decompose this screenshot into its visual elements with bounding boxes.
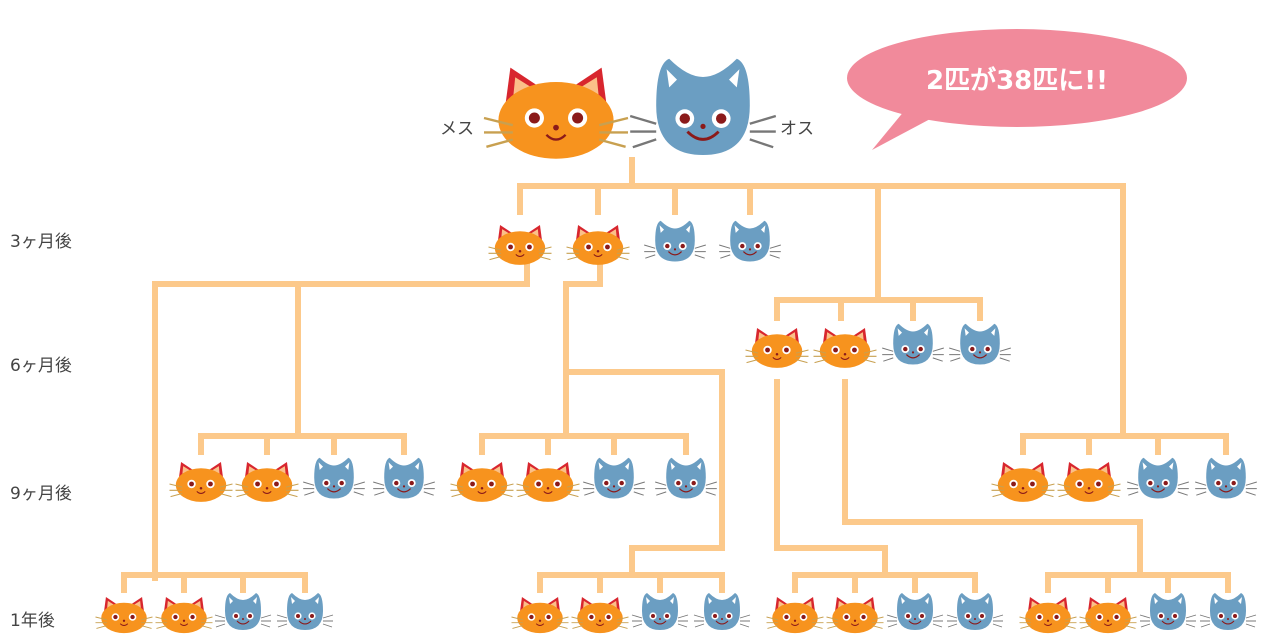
female-cat-icon — [571, 596, 629, 634]
male-cat-icon — [693, 592, 751, 631]
row-6-months — [744, 323, 1012, 369]
male-cat-icon — [643, 220, 707, 263]
female-cat-icon — [515, 461, 581, 503]
female-cat-icon — [1079, 596, 1137, 634]
female-cat-icon — [565, 224, 631, 266]
row-3-months — [487, 220, 782, 266]
callout-bubble: 2匹が38匹に!! — [847, 29, 1187, 150]
male-cat-icon — [1139, 592, 1197, 631]
parent-male-cat-icon — [628, 57, 778, 157]
female-label: メス — [440, 119, 474, 139]
generation-label-6m: 6ヶ月後 — [10, 356, 72, 376]
male-cat-icon — [372, 457, 436, 500]
generation-label-3m: 3ヶ月後 — [10, 232, 72, 252]
row-1-year — [95, 592, 1257, 634]
female-cat-icon — [95, 596, 153, 634]
generation-label-1y: 1年後 — [10, 611, 55, 631]
male-cat-icon — [654, 457, 718, 500]
female-cat-icon — [1019, 596, 1077, 634]
callout-text: 2匹が38匹に!! — [926, 65, 1108, 96]
female-cat-icon — [744, 327, 810, 369]
male-cat-icon — [1199, 592, 1257, 631]
male-cat-icon — [881, 323, 945, 366]
male-cat-icon — [1194, 457, 1258, 500]
female-cat-icon — [990, 461, 1056, 503]
female-cat-icon — [168, 461, 234, 503]
female-cat-icon — [155, 596, 213, 634]
female-cat-icon — [812, 327, 878, 369]
row-9-months — [168, 457, 1258, 503]
male-cat-icon — [1126, 457, 1190, 500]
female-cat-icon — [826, 596, 884, 634]
male-cat-icon — [582, 457, 646, 500]
male-label: オス — [780, 119, 814, 139]
female-cat-icon — [766, 596, 824, 634]
male-cat-icon — [214, 592, 272, 631]
female-cat-icon — [511, 596, 569, 634]
female-cat-icon — [1056, 461, 1122, 503]
male-cat-icon — [886, 592, 944, 631]
generation-label-9m: 9ヶ月後 — [10, 484, 72, 504]
male-cat-icon — [948, 323, 1012, 366]
tree-lines — [121, 157, 1231, 593]
female-cat-icon — [234, 461, 300, 503]
male-cat-icon — [302, 457, 366, 500]
female-cat-icon — [487, 224, 553, 266]
male-cat-icon — [718, 220, 782, 263]
parent-female-cat-icon — [482, 66, 630, 161]
male-cat-icon — [946, 592, 1004, 631]
female-cat-icon — [449, 461, 515, 503]
male-cat-icon — [631, 592, 689, 631]
male-cat-icon — [276, 592, 334, 631]
